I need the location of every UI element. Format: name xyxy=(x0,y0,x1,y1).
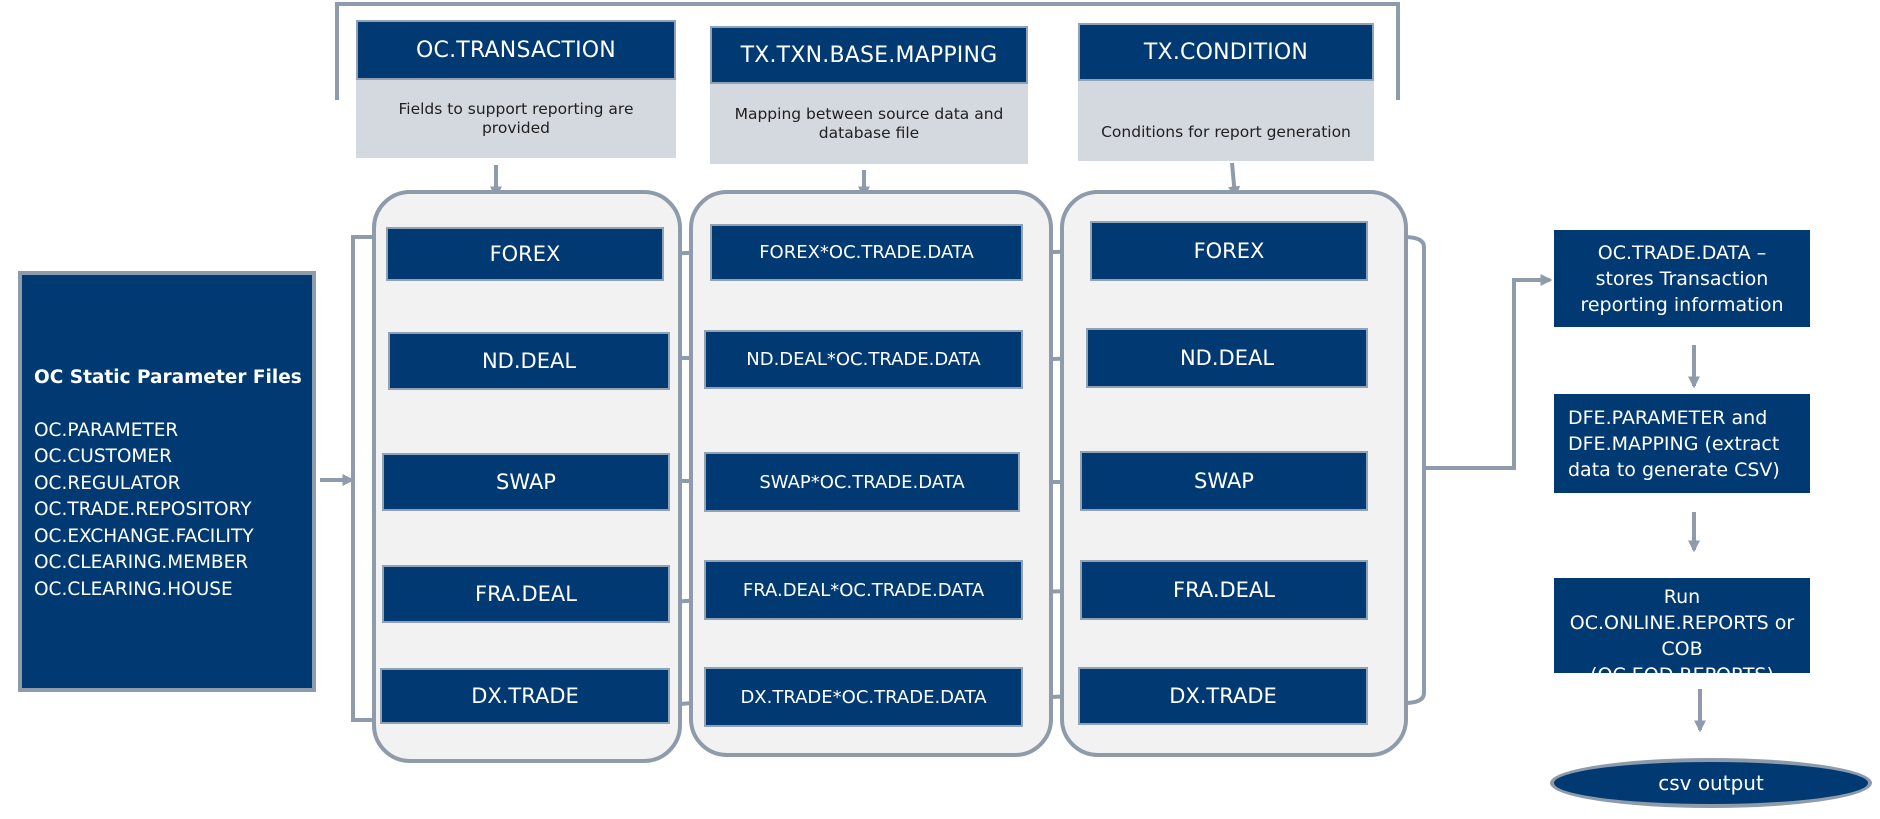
static-file-item: OC.CLEARING.HOUSE xyxy=(34,578,233,600)
deal-label: SWAP xyxy=(496,470,556,494)
static-files-title: OC Static Parameter Files xyxy=(34,367,302,388)
condition-fra-deal: FRA.DEAL xyxy=(1080,560,1368,620)
header-tx-txn-base-mapping-description: Mapping between source data and database… xyxy=(710,84,1028,164)
header-description: Mapping between source data and database… xyxy=(734,105,1004,142)
csv-output-oval: csv output xyxy=(1550,758,1872,808)
mapping-label: SWAP*OC.TRADE.DATA xyxy=(759,471,965,493)
header-description: Fields to support reporting are provided xyxy=(398,100,634,137)
static-file-item: OC.CUSTOMER xyxy=(34,446,172,467)
arrow-to-trade-data xyxy=(1424,274,1553,470)
header-tx-condition: TX.CONDITION xyxy=(1078,23,1374,81)
left-bracket xyxy=(351,235,372,722)
condition-label: FOREX xyxy=(1193,239,1265,263)
output-step-label: Run OC.ONLINE.REPORTS or COB (OC.EOD.REP… xyxy=(1569,586,1795,686)
mapping-dx-trade: DX.TRADE*OC.TRADE.DATA xyxy=(704,667,1023,727)
condition-dx-trade: DX.TRADE xyxy=(1078,667,1368,725)
header-oc-transaction-description: Fields to support reporting are provided xyxy=(356,80,676,158)
condition-forex: FOREX xyxy=(1090,221,1368,281)
header-tx-condition-description: Conditions for report generation xyxy=(1078,81,1374,161)
condition-label: FRA.DEAL xyxy=(1173,578,1275,602)
mapping-swap: SWAP*OC.TRADE.DATA xyxy=(704,452,1020,512)
condition-label: DX.TRADE xyxy=(1169,684,1277,708)
deal-label: DX.TRADE xyxy=(471,684,579,708)
deal-label: FRA.DEAL xyxy=(475,582,577,606)
transaction-dx-trade: DX.TRADE xyxy=(380,668,670,724)
output-step-label: DFE.PARAMETER and DFE.MAPPING (extract d… xyxy=(1568,406,1780,481)
transaction-swap: SWAP xyxy=(382,453,670,511)
header-description: Conditions for report generation xyxy=(1101,122,1351,141)
header-title: OC.TRANSACTION xyxy=(416,37,616,63)
top-bracket xyxy=(335,2,1400,100)
output-step-label: OC.TRADE.DATA – stores Transaction repor… xyxy=(1580,241,1784,316)
static-file-item: OC.TRADE.REPOSITORY xyxy=(34,499,252,520)
deal-label: FOREX xyxy=(489,242,561,266)
static-file-item: OC.CLEARING.MEMBER xyxy=(34,552,249,573)
static-file-item: OC.EXCHANGE.FACILITY xyxy=(34,525,254,547)
header-tx-txn-base-mapping: TX.TXN.BASE.MAPPING xyxy=(710,26,1028,84)
condition-label: ND.DEAL xyxy=(1179,346,1275,370)
mapping-fra-deal: FRA.DEAL*OC.TRADE.DATA xyxy=(704,560,1023,620)
output-step-run-reports: Run OC.ONLINE.REPORTS or COB (OC.EOD.REP… xyxy=(1554,578,1810,686)
static-parameter-files-box: OC Static Parameter Files OC.PARAMETER O… xyxy=(18,271,316,692)
transaction-nd-deal: ND.DEAL xyxy=(388,332,670,390)
transaction-forex: FOREX xyxy=(386,227,664,281)
header-title: TX.TXN.BASE.MAPPING xyxy=(740,42,998,68)
deal-label: ND.DEAL xyxy=(481,349,577,373)
csv-output-label: csv output xyxy=(1658,771,1764,795)
transaction-fra-deal: FRA.DEAL xyxy=(382,565,670,623)
condition-label: SWAP xyxy=(1194,469,1254,493)
output-step-trade-data: OC.TRADE.DATA – stores Transaction repor… xyxy=(1554,230,1810,327)
mapping-forex: FOREX*OC.TRADE.DATA xyxy=(710,224,1023,281)
mapping-label: FRA.DEAL*OC.TRADE.DATA xyxy=(742,579,985,601)
mapping-nd-deal: ND.DEAL*OC.TRADE.DATA xyxy=(704,330,1023,389)
header-oc-transaction: OC.TRANSACTION xyxy=(356,20,676,80)
mapping-label: ND.DEAL*OC.TRADE.DATA xyxy=(746,349,981,370)
header-title: TX.CONDITION xyxy=(1143,39,1309,65)
static-file-item: OC.REGULATOR xyxy=(34,472,181,494)
condition-nd-deal: ND.DEAL xyxy=(1086,328,1368,388)
condition-swap: SWAP xyxy=(1080,451,1368,511)
static-file-item: OC.PARAMETER xyxy=(34,419,179,441)
mapping-label: FOREX*OC.TRADE.DATA xyxy=(759,242,974,263)
mapping-label: DX.TRADE*OC.TRADE.DATA xyxy=(740,686,987,708)
output-step-dfe-parameter: DFE.PARAMETER and DFE.MAPPING (extract d… xyxy=(1554,394,1810,493)
